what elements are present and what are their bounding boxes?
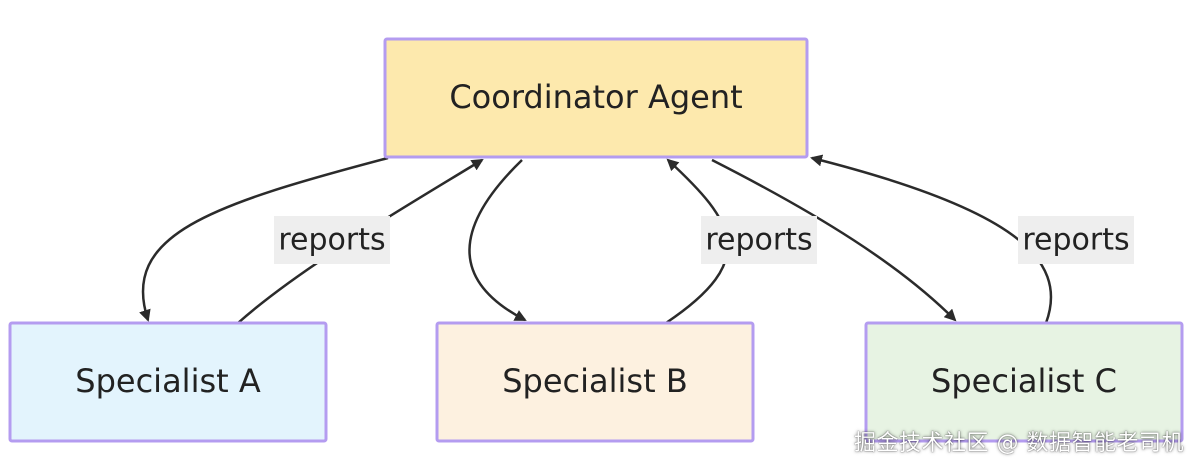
edge-label-a-bg	[274, 216, 390, 264]
node-specialist-a-label: Specialist A	[75, 362, 261, 400]
edge-coordinator-to-specialist-b	[468, 159, 527, 322]
node-specialist-c: Specialist C	[864, 321, 1184, 443]
node-specialist-c-box	[864, 321, 1184, 443]
edge-label-c-text: reports	[1022, 223, 1129, 258]
node-specialist-b-box	[435, 321, 755, 443]
edge-coordinator-to-specialist-a	[139, 156, 389, 322]
watermark: 掘金技术社区 @ 数据智能老司机	[854, 431, 1184, 456]
node-specialist-a: Specialist A	[8, 321, 328, 443]
edge-label-a: reports	[274, 216, 390, 264]
node-specialist-a-box	[8, 321, 328, 443]
node-specialist-c-label: Specialist C	[931, 362, 1117, 400]
edge-label-a-text: reports	[278, 223, 385, 258]
node-specialist-b-label: Specialist B	[502, 362, 688, 400]
edge-specialist-c-to-coordinator	[810, 154, 1053, 324]
edge-label-c: reports	[1018, 216, 1134, 264]
node-specialist-b: Specialist B	[435, 321, 755, 443]
edge-label-c-bg	[1018, 216, 1134, 264]
edge-label-b-text: reports	[705, 223, 812, 258]
edge-coordinator-to-specialist-c	[711, 158, 957, 322]
edges	[139, 154, 1053, 325]
edge-label-b-bg	[701, 216, 817, 264]
node-coordinator-box	[383, 37, 809, 159]
edge-label-b: reports	[701, 216, 817, 264]
node-coordinator-label: Coordinator Agent	[449, 78, 742, 116]
node-coordinator: Coordinator Agent	[383, 37, 809, 159]
